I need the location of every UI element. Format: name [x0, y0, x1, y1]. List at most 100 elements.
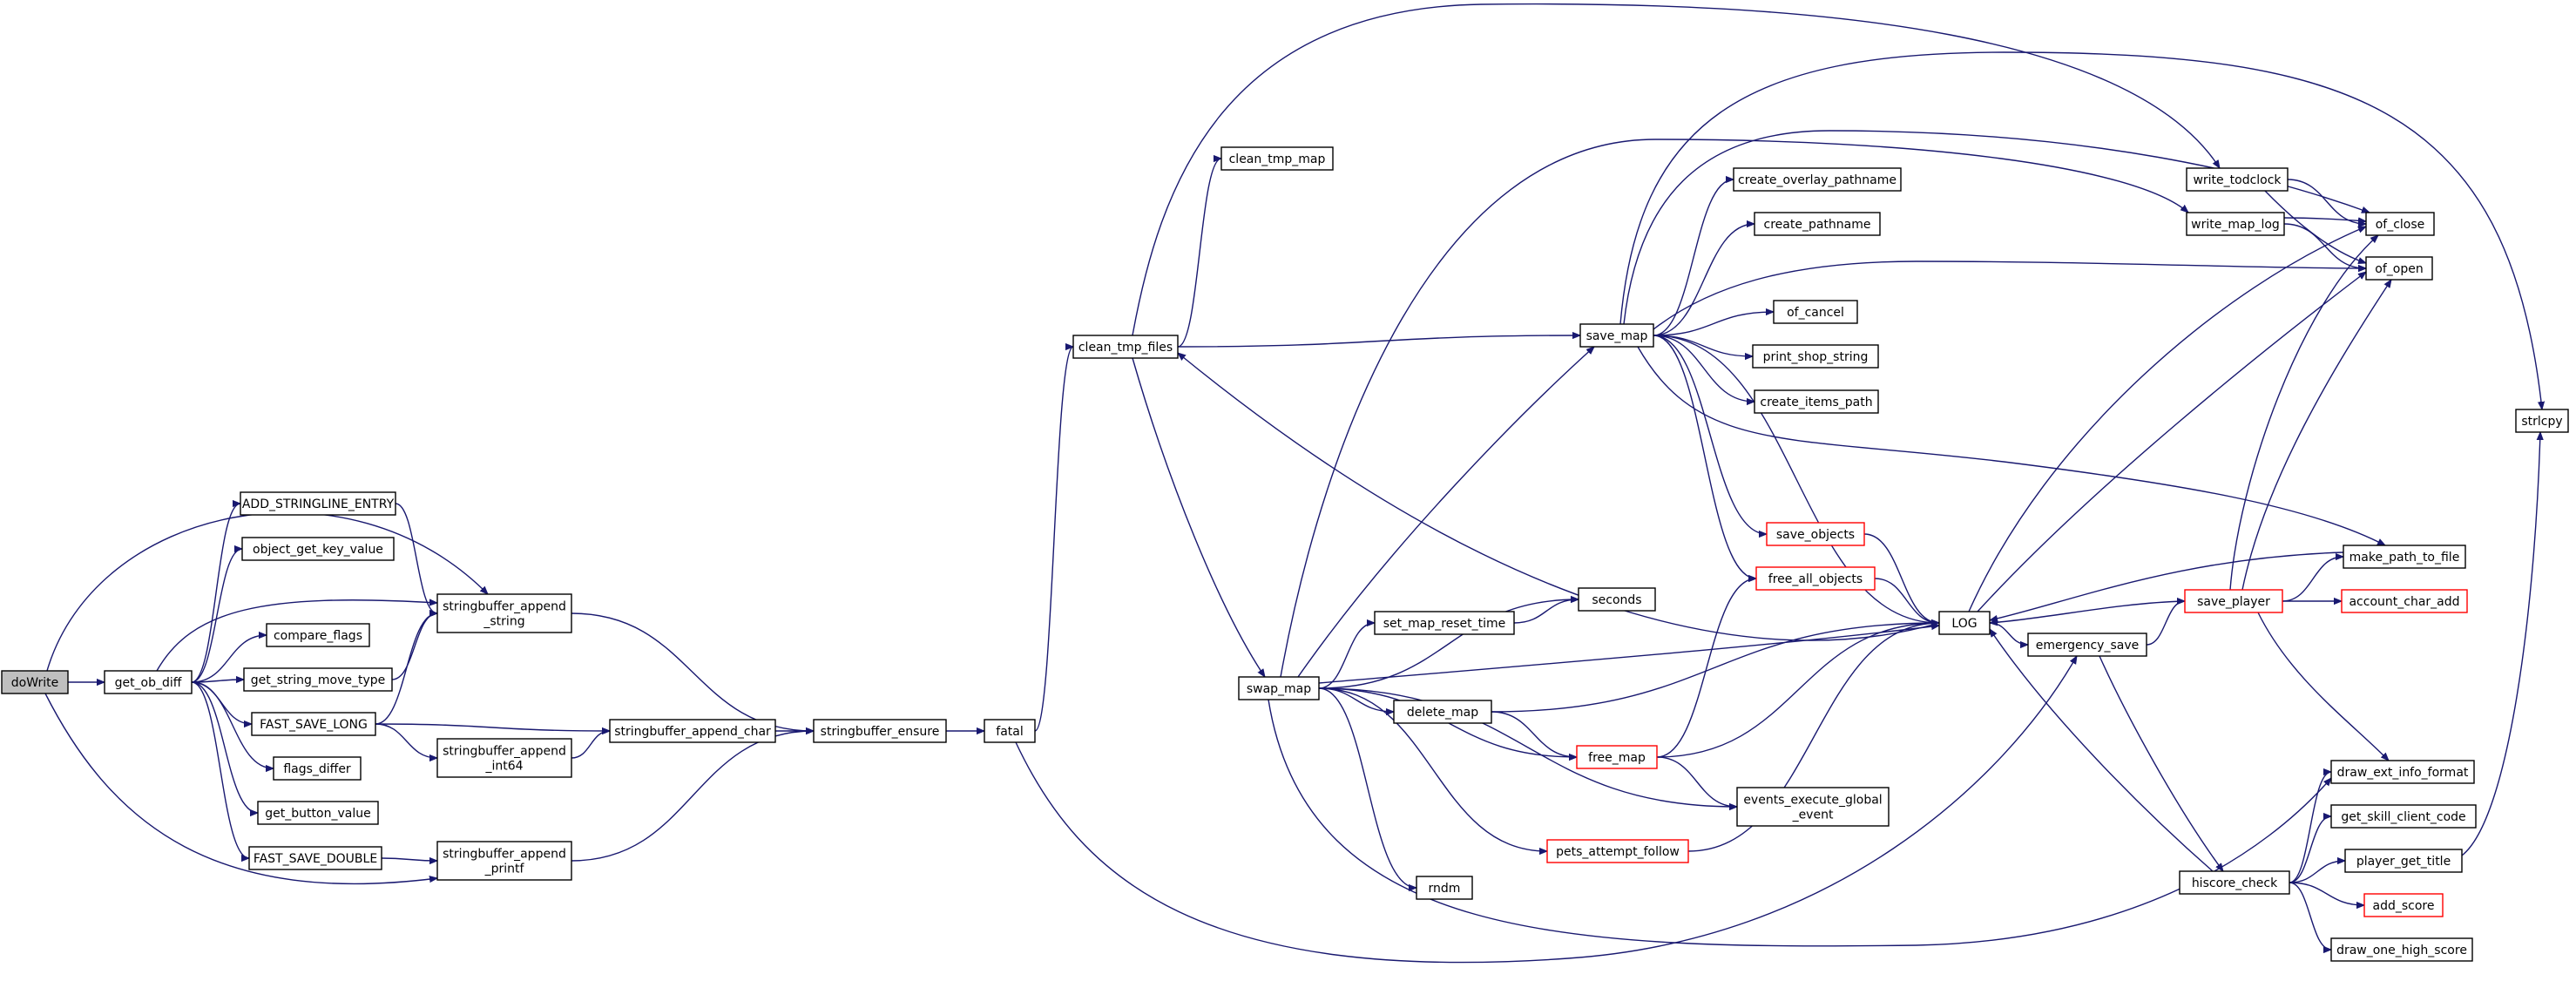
node-FAST_SAVE_DOUBLE[interactable]: FAST_SAVE_DOUBLE [248, 846, 382, 870]
node-box [1, 670, 69, 694]
edge-clean_tmp_files-to-write_todclock [1132, 3, 2220, 336]
node-set_map_reset_time[interactable]: set_map_reset_time [1374, 611, 1515, 635]
node-box [273, 756, 362, 781]
node-of_cancel[interactable]: of_cancel [1773, 300, 1858, 324]
node-rndm[interactable]: rndm [1416, 876, 1473, 900]
node-box [2330, 760, 2475, 784]
edge-hiscore_check-to-draw_ext_info_format [2289, 772, 2332, 883]
node-clean_tmp_files[interactable]: clean_tmp_files [1072, 335, 1179, 359]
node-box [2330, 937, 2473, 962]
node-ADD_STRINGLINE_ENTRY[interactable]: ADD_STRINGLINE_ENTRY [240, 491, 396, 516]
node-box [436, 738, 572, 778]
node-create_items_path[interactable]: create_items_path [1754, 389, 1879, 414]
node-box [813, 719, 947, 743]
node-sb_append_string[interactable]: stringbuffer_append_string [436, 593, 572, 633]
node-draw_ext_info_format[interactable]: draw_ext_info_format [2330, 760, 2475, 784]
node-make_path_to_file[interactable]: make_path_to_file [2343, 545, 2466, 569]
node-label: stringbuffer_append_char [614, 725, 771, 739]
node-box [248, 846, 382, 870]
node-strlcpy[interactable]: strlcpy [2515, 409, 2569, 433]
node-box [1733, 167, 1902, 192]
node-box [257, 801, 379, 825]
node-get_button_value[interactable]: get_button_value [257, 801, 379, 825]
node-sb_append_int64[interactable]: stringbuffer_append_int64 [436, 738, 572, 778]
node-label: doWrite [11, 676, 58, 690]
node-box [1576, 745, 1658, 769]
node-box [1374, 611, 1515, 635]
edge-get_ob_diff-to-FAST_SAVE_DOUBLE [191, 681, 250, 858]
edge-swap_map-to-seconds [1318, 599, 1579, 689]
node-label: LOG [1951, 617, 1977, 631]
edge-free_all_objects-to-LOG [1874, 578, 1939, 623]
node-pets_attempt_follow[interactable]: pets_attempt_follow [1546, 839, 1689, 863]
node-FAST_SAVE_LONG[interactable]: FAST_SAVE_LONG [251, 712, 376, 736]
node-of_open[interactable]: of_open [2365, 256, 2433, 281]
node-box [1752, 344, 1879, 369]
node-events_execute_global_event[interactable]: events_execute_global_event [1736, 787, 1890, 827]
node-box [2365, 212, 2435, 236]
node-sb_append_char[interactable]: stringbuffer_append_char [609, 719, 776, 743]
node-box [1393, 700, 1492, 724]
node-label: of_close [2376, 218, 2425, 232]
edge-save_map-to-LOG [1653, 335, 1939, 623]
edge-get_ob_diff-to-get_button_value [191, 681, 259, 813]
node-swap_map[interactable]: swap_map [1238, 676, 1320, 700]
node-label: write_map_log [2191, 218, 2280, 232]
node-label: FAST_SAVE_LONG [260, 718, 368, 732]
node-of_close[interactable]: of_close [2365, 212, 2435, 236]
node-box [1754, 212, 1881, 236]
node-compare_flags[interactable]: compare_flags [266, 623, 370, 647]
node-delete_map[interactable]: delete_map [1393, 700, 1492, 724]
node-box [1578, 587, 1656, 612]
node-doWrite[interactable]: doWrite [1, 670, 69, 694]
edge-save_map-to-print_shop_string [1653, 335, 1753, 356]
node-write_todclock[interactable]: write_todclock [2186, 167, 2289, 192]
node-fatal[interactable]: fatal [984, 719, 1036, 743]
node-add_score[interactable]: add_score [2363, 893, 2444, 917]
node-box [2027, 633, 2147, 657]
node-box [1546, 839, 1689, 863]
edge-free_map-to-LOG [1656, 623, 1939, 758]
node-label: get_string_move_type [251, 673, 386, 687]
node-create_overlay_pathname[interactable]: create_overlay_pathname [1733, 167, 1902, 192]
node-get_string_move_type[interactable]: get_string_move_type [243, 667, 393, 692]
node-box [1754, 389, 1879, 414]
node-save_map[interactable]: save_map [1579, 323, 1654, 348]
node-print_shop_string[interactable]: print_shop_string [1752, 344, 1879, 369]
node-create_pathname[interactable]: create_pathname [1754, 212, 1881, 236]
edge-get_ob_diff-to-flags_differ [191, 681, 274, 768]
node-label: free_all_objects [1768, 572, 1863, 586]
node-label: draw_ext_info_format [2337, 766, 2469, 780]
node-seconds[interactable]: seconds [1578, 587, 1656, 612]
node-LOG[interactable]: LOG [1938, 611, 1991, 635]
edge-swap_map-to-set_map_reset_time [1318, 623, 1376, 689]
node-label: delete_map [1407, 706, 1478, 720]
node-free_map[interactable]: free_map [1576, 745, 1658, 769]
node-hiscore_check[interactable]: hiscore_check [2179, 870, 2290, 895]
edge-FAST_SAVE_LONG-to-sb_append_string [375, 613, 438, 725]
node-player_get_title[interactable]: player_get_title [2344, 849, 2463, 873]
node-clean_tmp_map[interactable]: clean_tmp_map [1220, 146, 1334, 171]
edge-swap_map-to-LOG [1318, 626, 1939, 684]
node-free_all_objects[interactable]: free_all_objects [1755, 566, 1876, 591]
node-sb_ensure[interactable]: stringbuffer_ensure [813, 719, 947, 743]
edge-swap_map-to-write_map_log [1280, 139, 2188, 678]
edge-get_ob_diff-to-compare_flags [191, 635, 267, 683]
node-get_ob_diff[interactable]: get_ob_diff [104, 670, 193, 694]
node-sb_append_printf[interactable]: stringbuffer_append_printf [436, 841, 572, 881]
edge-sb_append_printf-to-sb_ensure [571, 731, 814, 862]
node-object_get_key_value[interactable]: object_get_key_value [241, 537, 395, 561]
node-write_map_log[interactable]: write_map_log [2186, 212, 2285, 236]
node-save_player[interactable]: save_player [2184, 589, 2283, 613]
node-get_skill_client_code[interactable]: get_skill_client_code [2330, 804, 2477, 829]
edge-save_map-to-free_all_objects [1653, 335, 1756, 578]
node-save_objects[interactable]: save_objects [1766, 522, 1865, 546]
node-flags_differ[interactable]: flags_differ [273, 756, 362, 781]
node-label: of_cancel [1787, 306, 1844, 320]
node-account_char_add[interactable]: account_char_add [2341, 589, 2468, 613]
node-emergency_save[interactable]: emergency_save [2027, 633, 2147, 657]
node-draw_one_high_score[interactable]: draw_one_high_score [2330, 937, 2473, 962]
node-box [2344, 849, 2463, 873]
node-box [1755, 566, 1876, 591]
edge-clean_tmp_files-to-clean_tmp_map [1177, 159, 1222, 348]
